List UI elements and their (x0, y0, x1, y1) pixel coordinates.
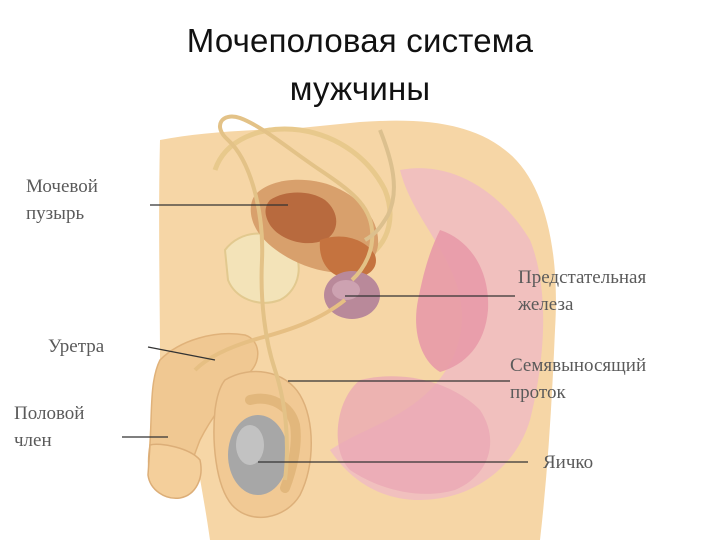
label-bladder-line-1: Мочевой (26, 176, 98, 197)
label-urethra-line-1: Уретра (48, 336, 105, 357)
leader-urethra (147, 346, 216, 361)
pelvic-outline (212, 126, 393, 257)
page-title-line-1: Мочеполовая система (186, 22, 534, 59)
label-bladder: Мочевой пузырь (26, 173, 98, 227)
urethra (193, 298, 347, 372)
label-prostate-line-2: железа (518, 294, 574, 315)
rectum-tissue (416, 230, 489, 372)
label-testis: Яичко (543, 449, 593, 476)
pelvic-tissue (330, 168, 544, 500)
label-penis-line-1: Половой (14, 403, 85, 424)
label-penis: Половой член (14, 400, 84, 454)
epididymis (245, 393, 301, 493)
label-prostate: Предстательная железа (518, 264, 646, 318)
ureter (364, 129, 396, 242)
label-vas-deferens: Семявыносящий проток (510, 352, 646, 406)
label-penis-line-2: член (14, 430, 52, 451)
vas-deferens (218, 114, 375, 481)
testis-highlight (236, 425, 264, 465)
label-prostate-line-1: Предстательная (518, 267, 647, 288)
label-urethra: Уретра (48, 333, 104, 360)
label-testis-line-1: Яичко (543, 452, 594, 473)
glans (147, 443, 202, 499)
label-bladder-line-2: пузырь (26, 203, 85, 224)
label-vas-deferens-line-2: проток (510, 382, 566, 403)
label-vas-deferens-line-1: Семявыносящий (510, 355, 647, 376)
prostate-highlight (332, 280, 360, 300)
page-title-line-2: мужчины (289, 70, 431, 107)
lower-tissue (337, 376, 491, 494)
